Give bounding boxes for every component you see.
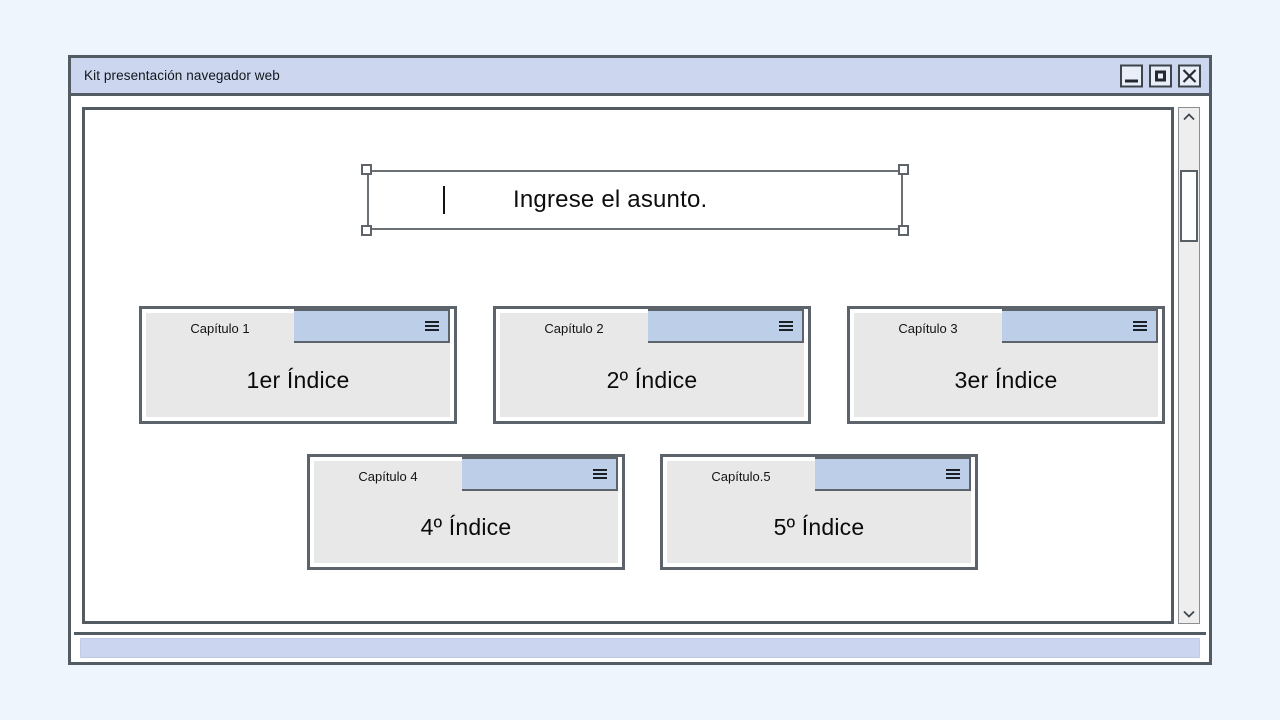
subject-textbox-wrapper: Ingrese el asunto. [361, 164, 909, 236]
resize-handle-bottom-right[interactable] [898, 225, 909, 236]
close-button[interactable] [1178, 64, 1201, 87]
chapter-card[interactable]: Capítulo 3 3er Índice [847, 306, 1165, 424]
card-body[interactable]: 1er Índice [146, 343, 450, 417]
card-tab-label[interactable]: Capítulo 1 [146, 313, 294, 343]
subject-text: Ingrese el asunto. [513, 186, 708, 213]
card-tab-label[interactable]: Capítulo 2 [500, 313, 648, 343]
card-body[interactable]: 4º Índice [314, 491, 618, 563]
chapter-card[interactable]: Capítulo.5 5º Índice [660, 454, 978, 570]
card-tab-label[interactable]: Capítulo.5 [667, 461, 815, 491]
title-bar: Kit presentación navegador web [71, 58, 1209, 96]
scrollbar-thumb[interactable] [1180, 170, 1198, 242]
card-body[interactable]: 5º Índice [667, 491, 971, 563]
minimize-button[interactable] [1120, 64, 1143, 87]
chevron-up-icon [1183, 113, 1195, 121]
card-body-label: 1er Índice [246, 366, 350, 393]
chapter-card[interactable]: Capítulo 2 2º Índice [493, 306, 811, 424]
vertical-scrollbar[interactable] [1178, 107, 1200, 624]
window-controls [1120, 64, 1201, 87]
status-bar-text [80, 638, 1200, 658]
window-body: Ingrese el asunto. Capítulo 1 [71, 96, 1209, 662]
scroll-down-button[interactable] [1179, 605, 1199, 623]
slide-canvas[interactable]: Ingrese el asunto. Capítulo 1 [82, 107, 1174, 624]
window-title: Kit presentación navegador web [84, 68, 280, 83]
hamburger-icon[interactable] [425, 321, 439, 331]
chapter-card[interactable]: Capítulo 4 4º Índice [307, 454, 625, 570]
card-header: Capítulo 2 [500, 309, 804, 343]
resize-handle-bottom-left[interactable] [361, 225, 372, 236]
hamburger-icon[interactable] [946, 469, 960, 479]
card-body-label: 2º Índice [606, 366, 698, 393]
card-menu-bar[interactable] [648, 309, 804, 343]
card-tab-label[interactable]: Capítulo 4 [314, 461, 462, 491]
card-header: Capítulo 4 [314, 457, 618, 491]
card-body-label: 4º Índice [420, 513, 512, 540]
card-body[interactable]: 3er Índice [854, 343, 1158, 417]
chapter-card-row-1: Capítulo 1 1er Índice Capítulo 2 [139, 306, 1165, 424]
maximize-button[interactable] [1149, 64, 1172, 87]
close-icon [1182, 68, 1197, 83]
card-body-label: 5º Índice [773, 513, 865, 540]
resize-handle-top-left[interactable] [361, 164, 372, 175]
chevron-down-icon [1183, 610, 1195, 618]
hamburger-icon[interactable] [593, 469, 607, 479]
card-body-label: 3er Índice [954, 366, 1058, 393]
chapter-card-row-2: Capítulo 4 4º Índice Capítulo.5 [307, 454, 978, 570]
card-menu-bar[interactable] [815, 457, 971, 491]
card-body[interactable]: 2º Índice [500, 343, 804, 417]
resize-handle-top-right[interactable] [898, 164, 909, 175]
card-header: Capítulo 1 [146, 309, 450, 343]
hamburger-icon[interactable] [1133, 321, 1147, 331]
card-header: Capítulo 3 [854, 309, 1158, 343]
status-bar [74, 632, 1206, 658]
card-menu-bar[interactable] [462, 457, 618, 491]
text-caret [443, 186, 445, 214]
scroll-up-button[interactable] [1179, 108, 1199, 126]
card-menu-bar[interactable] [1002, 309, 1158, 343]
chapter-card[interactable]: Capítulo 1 1er Índice [139, 306, 457, 424]
card-tab-label[interactable]: Capítulo 3 [854, 313, 1002, 343]
subject-input[interactable]: Ingrese el asunto. [367, 170, 903, 230]
application-window: Kit presentación navegador web Ingrese e… [68, 55, 1212, 665]
card-menu-bar[interactable] [294, 309, 450, 343]
hamburger-icon[interactable] [779, 321, 793, 331]
card-header: Capítulo.5 [667, 457, 971, 491]
